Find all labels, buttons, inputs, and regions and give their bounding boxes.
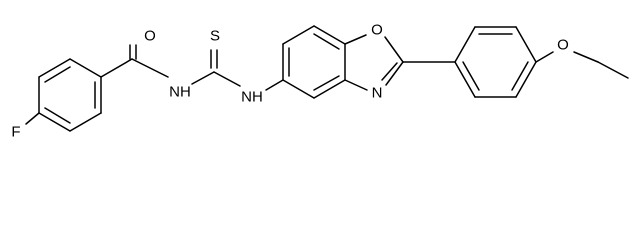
ring-carbonyl-bond bbox=[100, 58, 133, 78]
amide-nh-atom: NH bbox=[169, 84, 191, 101]
c-f-bond bbox=[25, 112, 40, 125]
benzoxazole-benzene-ring bbox=[282, 25, 346, 99]
nh-benzoxazole-bond bbox=[265, 79, 284, 91]
ether-oxygen-atom: O bbox=[557, 37, 569, 54]
ring-oxygen-atom: O bbox=[371, 22, 383, 39]
ethoxyphenyl-ring bbox=[454, 26, 537, 98]
oxygen-ch2-bond bbox=[573, 51, 599, 63]
fluorophenyl-ring bbox=[38, 58, 102, 132]
carbonyl-nh-bond bbox=[131, 58, 169, 78]
carbonyl-oxygen-atom: O bbox=[144, 28, 156, 45]
sulfur-atom: S bbox=[210, 28, 220, 45]
molecule-structure: F O NH S NH O N bbox=[11, 22, 629, 141]
fluorine-atom: F bbox=[11, 124, 20, 141]
ch2-ch3-bond bbox=[597, 61, 629, 79]
ring-nitrogen-atom: N bbox=[372, 85, 383, 102]
oxazole-ring bbox=[344, 34, 404, 91]
aryl-nh-atom: NH bbox=[241, 89, 263, 106]
nh-thiocarbonyl-bond bbox=[191, 71, 215, 85]
thiocarbonyl-nh-bond bbox=[213, 71, 241, 87]
aryl-oxygen-bond bbox=[535, 51, 554, 63]
